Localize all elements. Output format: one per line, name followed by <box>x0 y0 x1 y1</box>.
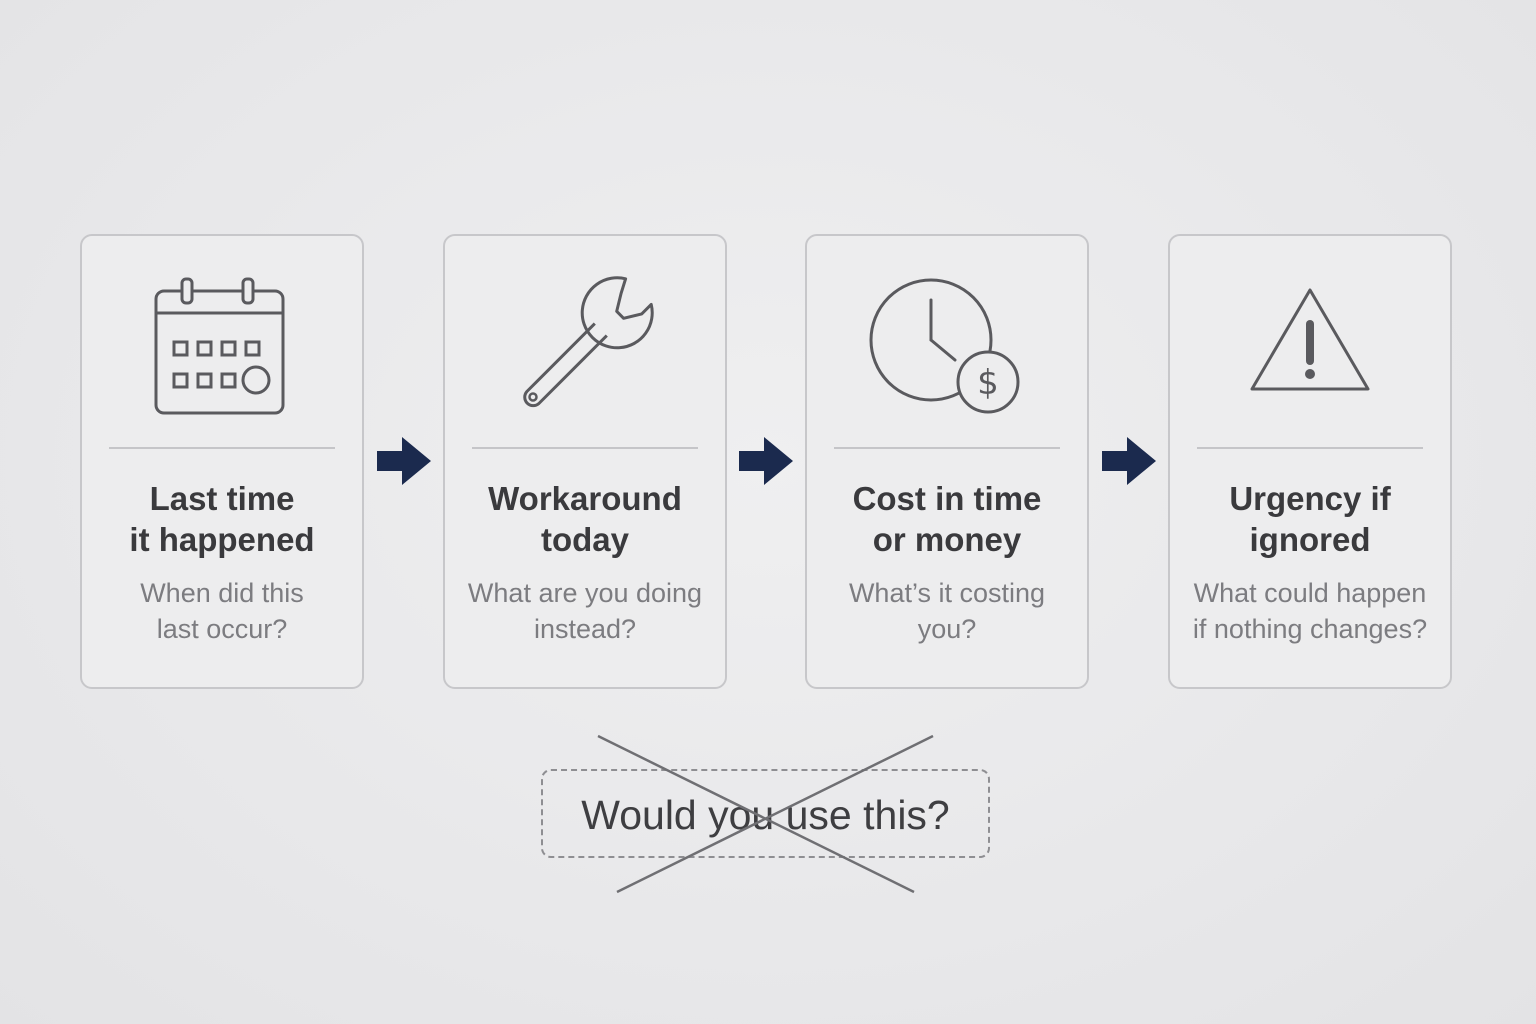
rejected-question-text: Would you use this? <box>581 792 950 838</box>
rejected-question-box: Would you use this? <box>541 769 990 858</box>
step-title: Last time it happened <box>129 480 315 558</box>
step-question: When did this last occur? <box>140 578 304 644</box>
calendar-icon <box>82 276 362 421</box>
warning-icon <box>1170 276 1450 421</box>
card-divider <box>472 447 698 449</box>
arrow-right-icon <box>1102 437 1156 485</box>
arrow-right-icon <box>377 437 431 485</box>
arrow-right-icon <box>739 437 793 485</box>
step-card-cost: $ Cost in time or money What’s it costin… <box>805 234 1089 689</box>
step-question: What are you doing instead? <box>467 578 703 644</box>
step-title: Workaround today <box>488 480 682 558</box>
step-question: What could happen if nothing changes? <box>1192 578 1428 644</box>
step-question: What’s it costing you? <box>848 578 1046 644</box>
card-divider <box>1197 447 1423 449</box>
step-card-last-time: Last time it happened When did this last… <box>80 234 364 689</box>
svg-text:$: $ <box>977 363 999 403</box>
step-title: Cost in time or money <box>852 480 1042 558</box>
wrench-icon <box>445 276 725 421</box>
clock-dollar-icon: $ <box>807 276 1087 421</box>
card-divider <box>109 447 335 449</box>
step-card-workaround: Workaround today What are you doing inst… <box>443 234 727 689</box>
step-card-urgency: Urgency if ignored What could happen if … <box>1168 234 1452 689</box>
card-divider <box>834 447 1060 449</box>
step-title: Urgency if ignored <box>1229 480 1391 558</box>
